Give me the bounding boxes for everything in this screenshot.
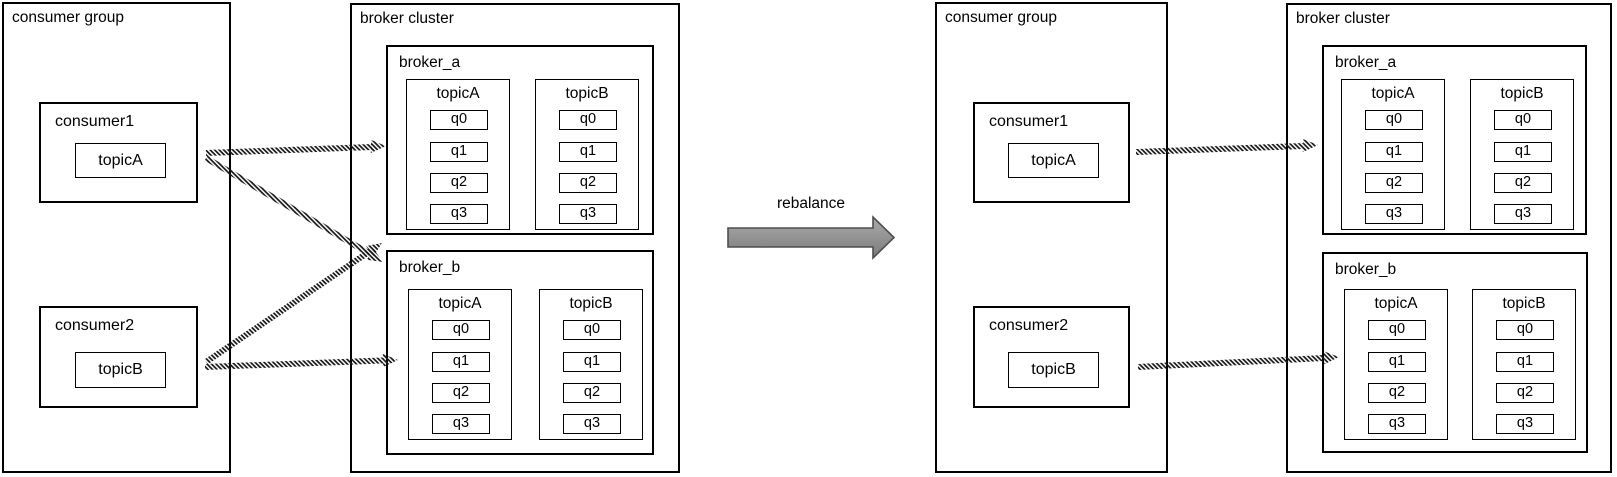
queue-box: q0 bbox=[559, 110, 617, 130]
queue-box: q1 bbox=[1494, 142, 1552, 162]
broker-cluster-title: broker cluster bbox=[360, 10, 454, 27]
consumer1-box-after: consumer1 topicA bbox=[973, 102, 1130, 203]
queue-box: q2 bbox=[1368, 383, 1426, 403]
rebalance-arrow bbox=[727, 215, 896, 260]
broker-cluster-box-after: broker cluster bbox=[1286, 3, 1612, 473]
topic-panel-topicA: topicA q0 q1 q2 q3 bbox=[406, 79, 510, 230]
queue-box: q2 bbox=[559, 173, 617, 193]
queue-box: q3 bbox=[1368, 414, 1426, 434]
queue-box: q0 bbox=[432, 320, 490, 340]
broker-a-label: broker_a bbox=[399, 54, 461, 71]
queue-box: q3 bbox=[559, 204, 617, 224]
queue-box: q1 bbox=[1368, 352, 1426, 372]
consumer2-box-after: consumer2 topicB bbox=[973, 306, 1130, 408]
queue-box: q1 bbox=[1365, 142, 1423, 162]
queue-box: q2 bbox=[563, 383, 621, 403]
consumer1-box-before: consumer1 topicA bbox=[39, 102, 198, 203]
topic-panel-topicB: topicB q0 q1 q2 q3 bbox=[1470, 79, 1574, 230]
queue-box: q1 bbox=[432, 352, 490, 372]
queue-box: q3 bbox=[1496, 414, 1554, 434]
consumer2-topic-chip: topicB bbox=[75, 352, 166, 388]
consumer2-label: consumer2 bbox=[55, 317, 135, 334]
broker-a-label: broker_a bbox=[1335, 54, 1397, 71]
queue-box: q3 bbox=[432, 414, 490, 434]
queue-box: q0 bbox=[1496, 320, 1554, 340]
queue-box: q2 bbox=[1365, 173, 1423, 193]
queue-box: q1 bbox=[1496, 352, 1554, 372]
topic-title: topicB bbox=[565, 85, 609, 102]
queue-box: q3 bbox=[430, 204, 488, 224]
topic-title: topicA bbox=[438, 295, 482, 312]
consumer-group-title: consumer group bbox=[945, 9, 1058, 26]
topic-panel-topicB: topicB q0 q1 q2 q3 bbox=[535, 79, 639, 230]
topic-title: topicA bbox=[436, 85, 480, 102]
queue-box: q1 bbox=[430, 142, 488, 162]
broker-b-box-before: broker_b topicA q0 q1 q2 q3 topicB q0 q1… bbox=[386, 250, 654, 455]
consumer1-label: consumer1 bbox=[989, 113, 1069, 130]
consumer1-topic-label: topicA bbox=[1031, 151, 1076, 169]
queue-box: q0 bbox=[1494, 110, 1552, 130]
consumer-group-title: consumer group bbox=[12, 9, 125, 26]
queue-box: q3 bbox=[1365, 204, 1423, 224]
consumer1-topic-chip: topicA bbox=[75, 143, 166, 178]
consumer2-topic-chip: topicB bbox=[1008, 352, 1099, 388]
queue-box: q2 bbox=[1494, 173, 1552, 193]
consumer2-topic-label: topicB bbox=[98, 361, 143, 378]
broker-b-box-after: broker_b topicA q0 q1 q2 q3 topicB q0 q1… bbox=[1322, 252, 1588, 453]
rebalance-arrow-shape bbox=[727, 215, 896, 260]
topic-panel-topicB: topicB q0 q1 q2 q3 bbox=[1472, 289, 1576, 440]
queue-box: q0 bbox=[1368, 320, 1426, 340]
queue-box: q3 bbox=[1494, 204, 1552, 224]
queue-box: q2 bbox=[432, 383, 490, 403]
queue-box: q0 bbox=[430, 110, 488, 130]
broker-b-label: broker_b bbox=[1335, 261, 1397, 278]
topic-title: topicA bbox=[1371, 85, 1415, 102]
queue-box: q3 bbox=[563, 414, 621, 434]
broker-cluster-title: broker cluster bbox=[1296, 10, 1390, 27]
consumer1-topic-label: topicA bbox=[98, 151, 143, 169]
consumer2-box-before: consumer2 topicB bbox=[39, 306, 198, 408]
consumer-group-box-after: consumer group bbox=[935, 2, 1168, 473]
rebalance-label: rebalance bbox=[776, 195, 846, 212]
queue-box: q2 bbox=[430, 173, 488, 193]
topic-title: topicB bbox=[1500, 85, 1544, 102]
queue-box: q1 bbox=[559, 142, 617, 162]
queue-box: q1 bbox=[563, 352, 621, 372]
consumer1-topic-chip: topicA bbox=[1008, 143, 1099, 178]
broker-b-label: broker_b bbox=[399, 259, 461, 276]
topic-panel-topicA: topicA q0 q1 q2 q3 bbox=[1344, 289, 1448, 440]
topic-title: topicB bbox=[569, 295, 613, 312]
topic-panel-topicB: topicB q0 q1 q2 q3 bbox=[539, 289, 643, 440]
consumer2-label: consumer2 bbox=[989, 317, 1069, 334]
queue-box: q2 bbox=[1496, 383, 1554, 403]
consumer2-topic-label: topicB bbox=[1031, 361, 1076, 378]
topic-panel-topicA: topicA q0 q1 q2 q3 bbox=[408, 289, 512, 440]
topic-title: topicA bbox=[1374, 295, 1418, 312]
broker-a-box-after: broker_a topicA q0 q1 q2 q3 topicB q0 q1… bbox=[1322, 45, 1587, 235]
topic-title: topicB bbox=[1502, 295, 1546, 312]
consumer1-label: consumer1 bbox=[55, 113, 135, 130]
queue-box: q0 bbox=[1365, 110, 1423, 130]
topic-panel-topicA: topicA q0 q1 q2 q3 bbox=[1341, 79, 1445, 230]
queue-box: q0 bbox=[563, 320, 621, 340]
broker-a-box-before: broker_a topicA q0 q1 q2 q3 topicB q0 q1… bbox=[386, 45, 654, 235]
